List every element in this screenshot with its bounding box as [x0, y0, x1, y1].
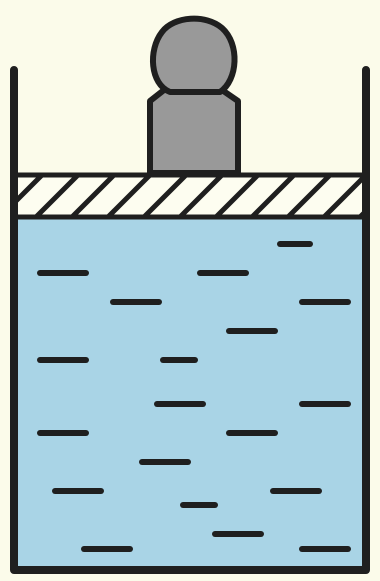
piston-hatching — [14, 175, 366, 217]
weight-head — [149, 15, 238, 95]
water-ripples — [37, 241, 351, 552]
piston-body — [14, 175, 366, 217]
hatched-piston-icon — [11, 172, 369, 220]
weight-figure-icon — [147, 15, 241, 176]
weight-body — [147, 87, 241, 176]
water-body — [14, 217, 366, 570]
open-container-icon — [10, 66, 370, 574]
